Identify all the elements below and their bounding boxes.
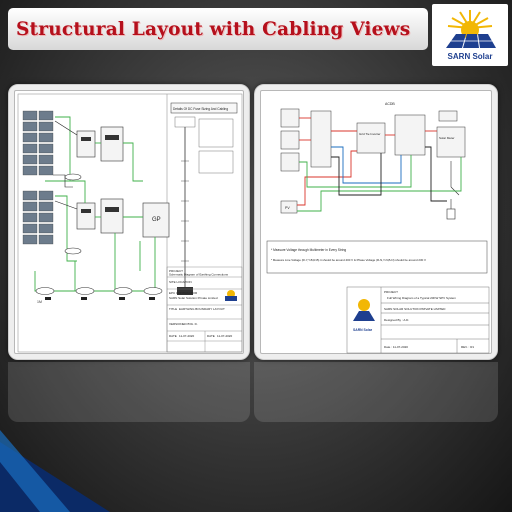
left-title-value: EARTHING BOUNDARY LAYOUT [179,307,225,311]
pv-label: PV [285,206,290,210]
left-drawing-reflection [8,362,250,422]
right-company: SARN SOLAR SOLUTION PRIVATE LIMITED [384,307,446,311]
right-date: Date : 11-07-2020 [384,345,408,349]
slide-corner-accent [0,430,110,512]
right-titleblock-brand: SARN Solar [353,328,373,332]
left-date2-label: DATE [207,334,215,338]
left-date1-label: DATE [169,334,177,338]
left-date1-value: 11-07-2020 [179,334,194,338]
right-project-label: PROJECT [384,290,398,294]
left-header-box-text: Details Of DC Fuse Sizing And Cabling [173,107,228,111]
left-epc-label: EPC CONTRACTOR [169,291,198,295]
right-project-value: Full Wiring Diagram of a Typical 20KW SP… [387,296,456,300]
wiring-diagram-drawing-frame: ACDB Grid Tie Inverter Solar Meter [254,84,498,360]
sun-solar-panel-icon [446,10,496,48]
earth-marker-label: 1M [37,300,42,304]
inverter-label: Grid Tie Inverter [359,132,381,136]
right-rev: REV. : R1 [461,345,474,349]
left-project-label: PROJECT [169,269,183,273]
slide-title-bar: Structural Layout with Cabling Views [8,8,428,50]
acdb-label: ACDB [385,102,395,106]
earthing-layout-drawing-frame: GP [8,84,250,360]
note-line-1: * Measure Voltage through Multimeter in … [271,248,346,252]
left-titleblock-logo-icon [225,290,237,301]
left-epc-value: SARN Solar Solution Private Limited [169,296,218,300]
right-designed-by: Designed By : A.D. [384,318,409,322]
right-drawing-reflection [254,362,498,422]
left-title-label: TITLE [169,307,177,311]
earthing-layout-drawing: GP [14,90,244,354]
slide-title: Structural Layout with Cabling Views [16,18,411,40]
gp-box [142,202,170,238]
gp-label: GP [152,217,161,223]
right-titleblock-logo-icon [353,299,375,321]
left-date2-value: 11-07-2020 [217,334,232,338]
left-version-label: VERSIONED BY [169,322,192,326]
note-line-2: * Measure Line Voltage (R-Y,Y-B,R-B) it … [271,258,426,262]
logo-brand-text: SARN Solar [447,52,493,61]
left-version-value: A. D. [191,322,198,326]
left-site-label: SITE LOCATION [169,280,192,284]
left-project-value: Schematic Diagram of Earthing Connection… [169,273,229,277]
measurement-notes-box [266,240,488,274]
wiring-diagram-drawing: ACDB Grid Tie Inverter Solar Meter [260,90,492,354]
company-logo: SARN Solar [432,4,508,66]
meter-label: Solar Meter [439,136,455,140]
